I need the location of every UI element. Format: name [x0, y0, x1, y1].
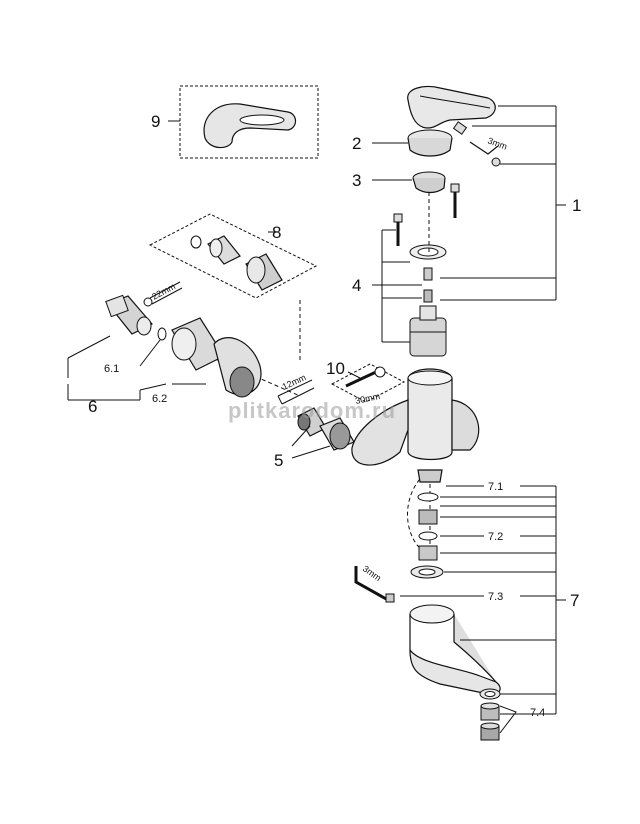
label-4: 4 — [352, 276, 361, 295]
part-5-sleeve — [319, 417, 355, 451]
oring-7-1 — [417, 492, 439, 502]
label-7-4: 7.4 — [530, 707, 545, 719]
hex-key-3mm-bottom-icon — [354, 566, 395, 603]
watermark: plitkarodom.ru — [228, 398, 396, 423]
part-6-1-eccentric — [105, 294, 153, 336]
label-1: 1 — [572, 196, 581, 215]
mixer-body — [351, 368, 480, 466]
part-6-2-rosette — [171, 317, 262, 398]
spanner-30mm-icon — [345, 366, 386, 388]
label-7-2: 7.2 — [488, 531, 503, 543]
label-10: 10 — [326, 359, 345, 378]
bracket-4 — [381, 229, 422, 343]
part-7-2-nut — [418, 509, 438, 525]
aerator-housing — [480, 722, 500, 741]
aerator-washer — [479, 688, 501, 700]
set-screw — [452, 121, 468, 135]
bolt-left — [393, 213, 403, 246]
part-10-box — [330, 363, 406, 403]
dim-22mm: 22mm — [150, 281, 177, 302]
label-9: 9 — [151, 112, 160, 131]
wrench-22mm-icon — [143, 281, 183, 307]
label-2: 2 — [352, 134, 361, 153]
bracket-5 — [291, 425, 331, 459]
part-8-sleeve — [207, 235, 241, 265]
hex-key-icon — [469, 141, 501, 167]
label-6: 6 — [88, 397, 97, 416]
label-3: 3 — [352, 171, 361, 190]
label-6-1: 6.1 — [104, 363, 119, 375]
dim-3mm-top: 3mm — [486, 135, 508, 151]
part-8-nut — [245, 253, 283, 291]
label-6-2: 6.2 — [152, 393, 167, 405]
label-7-1: 7.1 — [488, 481, 503, 493]
aerator-insert — [480, 702, 500, 721]
bracket-7 — [400, 485, 566, 734]
label-7: 7 — [570, 591, 579, 610]
bracket-6 — [67, 335, 206, 401]
cartridge — [409, 305, 447, 357]
part-9-box — [179, 85, 319, 159]
part-7-washer — [410, 565, 444, 579]
dim-3mm-bottom: 3mm — [361, 563, 383, 583]
part-4-ring — [409, 244, 447, 260]
part-7-2-adapter — [418, 545, 438, 561]
part-8-box — [148, 213, 318, 299]
washer-6 — [157, 327, 167, 341]
bracket-1 — [440, 105, 566, 301]
label-5: 5 — [274, 451, 283, 470]
part-2-cap — [407, 129, 453, 157]
oring-7-2 — [418, 531, 438, 541]
wrench-12mm-icon — [277, 379, 315, 405]
handle-loop-icon — [203, 103, 297, 149]
spout — [409, 604, 501, 695]
label-8: 8 — [272, 223, 281, 242]
bolt-right — [450, 183, 460, 218]
part-3-dome — [412, 171, 446, 194]
part-4-pin — [423, 267, 433, 303]
lever-handle — [407, 85, 496, 129]
part-7-1-fitting — [417, 469, 443, 483]
label-7-3: 7.3 — [488, 591, 503, 603]
